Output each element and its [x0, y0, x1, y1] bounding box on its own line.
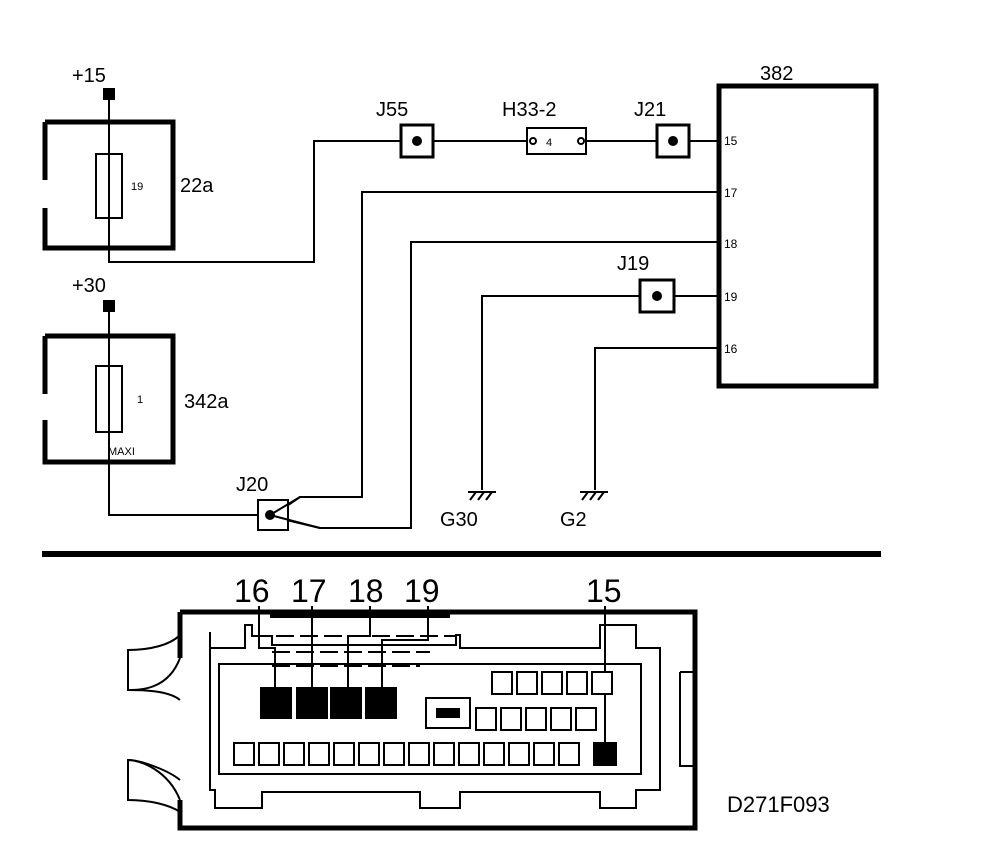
wire-ecu16-to-g2: [594, 347, 719, 490]
wire-plus30-to-j20: [108, 312, 260, 516]
junction-j19-dot: [652, 291, 662, 301]
junction-j55-label: J55: [376, 99, 408, 121]
cavity-row-middle: [425, 697, 597, 731]
connector-housing: [127, 609, 698, 831]
fuse-342a-number: 1: [137, 394, 143, 406]
cavity-row-top: [491, 671, 613, 695]
ecu-pin-17: 17: [724, 186, 738, 200]
fuse-342a-label: 342a: [184, 391, 229, 413]
component-h33-label: H33-2: [502, 99, 556, 121]
fuse-342a-type: MAXI: [108, 446, 135, 458]
component-h33-terminal-a: [529, 137, 537, 145]
supply-plus30-terminal: [103, 300, 115, 312]
leader-18: [347, 606, 371, 690]
fuse-22a-number: 19: [131, 181, 143, 193]
cavity-18: [330, 687, 362, 719]
cavity-16: [260, 687, 292, 719]
fuse-22a: 19 22a: [42, 119, 214, 251]
component-h33-pin: 4: [546, 137, 552, 149]
junction-j21-dot: [668, 136, 678, 146]
ecu-382: [716, 83, 879, 389]
cavity-17: [296, 687, 328, 719]
connector-label-15: 15: [586, 573, 622, 609]
ecu-pin-15: 15: [724, 134, 738, 148]
leader-16: [258, 606, 276, 690]
connector-label-19: 19: [404, 573, 440, 609]
connector-label-16: 16: [234, 573, 270, 609]
ecu-label: 382: [760, 63, 793, 85]
fuse-22a-label: 22a: [180, 175, 214, 197]
junction-j55-dot: [412, 136, 422, 146]
ground-g30-icon: [468, 491, 496, 501]
section-divider: [42, 551, 881, 557]
junction-j19-label: J19: [617, 253, 649, 275]
connector-label-18: 18: [348, 573, 384, 609]
leader-19: [381, 606, 429, 690]
ecu-pin-16: 16: [724, 342, 738, 356]
junction-j20-label: J20: [236, 474, 268, 496]
supply-plus30-label: +30: [72, 275, 106, 297]
cavity-row-bottom: [233, 742, 580, 766]
ground-g2-label: G2: [560, 509, 587, 531]
ecu-pin-18: 18: [724, 237, 738, 251]
component-h33-terminal-b: [577, 137, 585, 145]
ground-g2-icon: [580, 491, 608, 501]
figure-code: D271F093: [727, 792, 830, 817]
ecu-pin-19: 19: [724, 290, 738, 304]
supply-plus15-terminal: [103, 88, 115, 100]
cavity-19: [365, 687, 397, 719]
supply-plus15-label: +15: [72, 65, 106, 87]
wire-plus15-to-j55: [108, 100, 403, 263]
wire-j19-to-g30: [481, 295, 640, 490]
junction-j20-split: [269, 496, 321, 529]
fuse-342a: 1 342a MAXI: [42, 333, 229, 465]
wire-ecu17-to-j20: [277, 191, 719, 513]
ground-g30-label: G30: [440, 509, 478, 531]
cavity-15: [593, 742, 617, 766]
junction-j21-label: J21: [634, 99, 666, 121]
connector-label-17: 17: [291, 573, 327, 609]
